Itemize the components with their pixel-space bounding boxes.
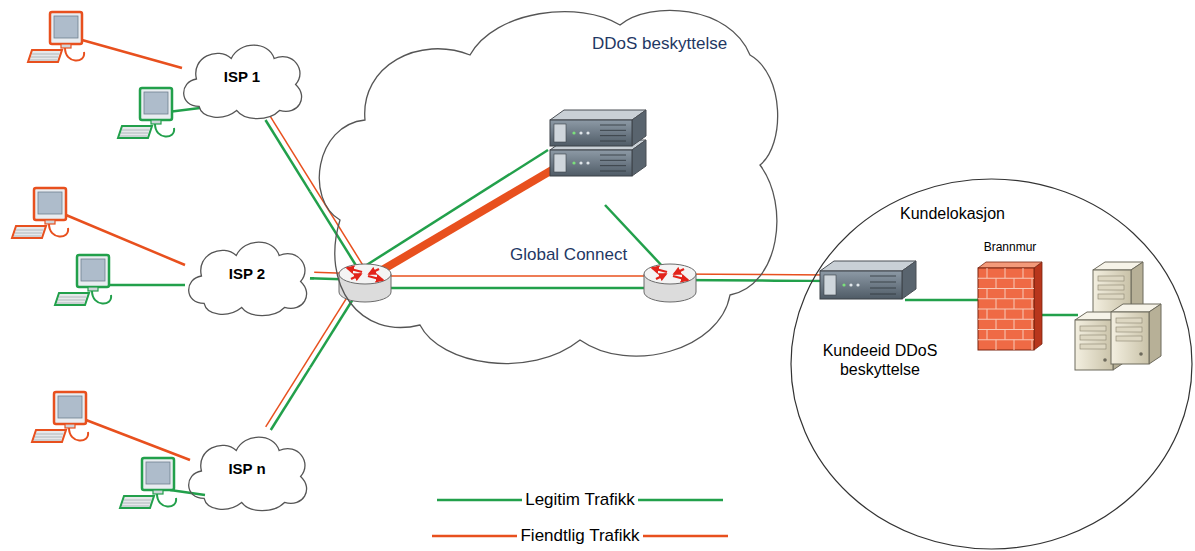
traffic-line — [390, 287, 645, 290]
node-label: Kundeeid DDoS beskyttelse — [816, 341, 944, 379]
client-computer — [120, 458, 176, 508]
legend-line-sample — [432, 531, 517, 541]
firewall-outline — [968, 240, 1052, 360]
customer-ddos-appliance: Kundeeid DDoS beskyttelse — [810, 253, 950, 393]
traffic-line — [905, 299, 950, 302]
isp-cloud: ISP 1 — [175, 38, 309, 120]
hostile-traffic-line — [390, 275, 645, 277]
legend-entry: Fiendtlig Trafikk — [395, 518, 765, 551]
provider-cloud: DDoS beskyttelseGlobal Connect — [310, 5, 775, 370]
customer-servers — [1075, 262, 1161, 370]
node-label: Brannmur — [968, 240, 1052, 254]
legend-line-sample — [437, 495, 522, 505]
node-label: Global Connect — [510, 245, 680, 265]
traffic-line — [1040, 314, 1078, 317]
provider-cloud-outline — [310, 5, 775, 370]
legend-line-sample — [638, 495, 723, 505]
legend-line-sample — [643, 531, 728, 541]
ddos-protection-server: DDoS beskyttelse — [540, 28, 750, 228]
traffic-connector — [775, 279, 810, 282]
traffic-connector — [265, 120, 310, 192]
client-computer — [118, 88, 174, 138]
hostile-traffic-line — [266, 277, 360, 427]
access-line — [86, 420, 190, 460]
node-label: DDoS beskyttelse — [592, 34, 742, 54]
ddos-protection-server-outline — [540, 28, 750, 228]
access-line — [170, 490, 205, 495]
traffic-connector — [310, 277, 314, 280]
router — [644, 264, 696, 302]
client-computer — [55, 255, 111, 305]
legend: Legitim TrafikkFiendtlig Trafikk — [395, 482, 765, 551]
traffic-connector — [950, 299, 968, 302]
firewall: Brannmur — [968, 240, 1052, 360]
client-computer — [12, 188, 68, 238]
node-label: ISP 2 — [180, 265, 314, 283]
node-label: ISP n — [180, 460, 314, 478]
access-line — [82, 40, 182, 68]
access-line — [110, 284, 185, 287]
legend-label: Fiendtlig Trafikk — [517, 526, 642, 546]
client-computer — [28, 12, 84, 62]
router — [339, 264, 391, 302]
isp-cloud: ISP 2 — [180, 235, 314, 317]
node-label: Kundelokasjon — [900, 204, 1050, 223]
client-computer — [32, 392, 88, 442]
customer-site: Kundeeid DDoS beskyttelse Brannmur Kundelo… — [790, 178, 1193, 550]
legend-entry: Legitim Trafikk — [395, 482, 765, 518]
node-label: ISP 1 — [175, 68, 309, 86]
legend-label: Legitim Trafikk — [522, 490, 638, 510]
traffic-connector — [271, 368, 310, 430]
hostile-traffic-line — [271, 117, 371, 277]
isp-cloud: ISP n — [180, 430, 314, 512]
